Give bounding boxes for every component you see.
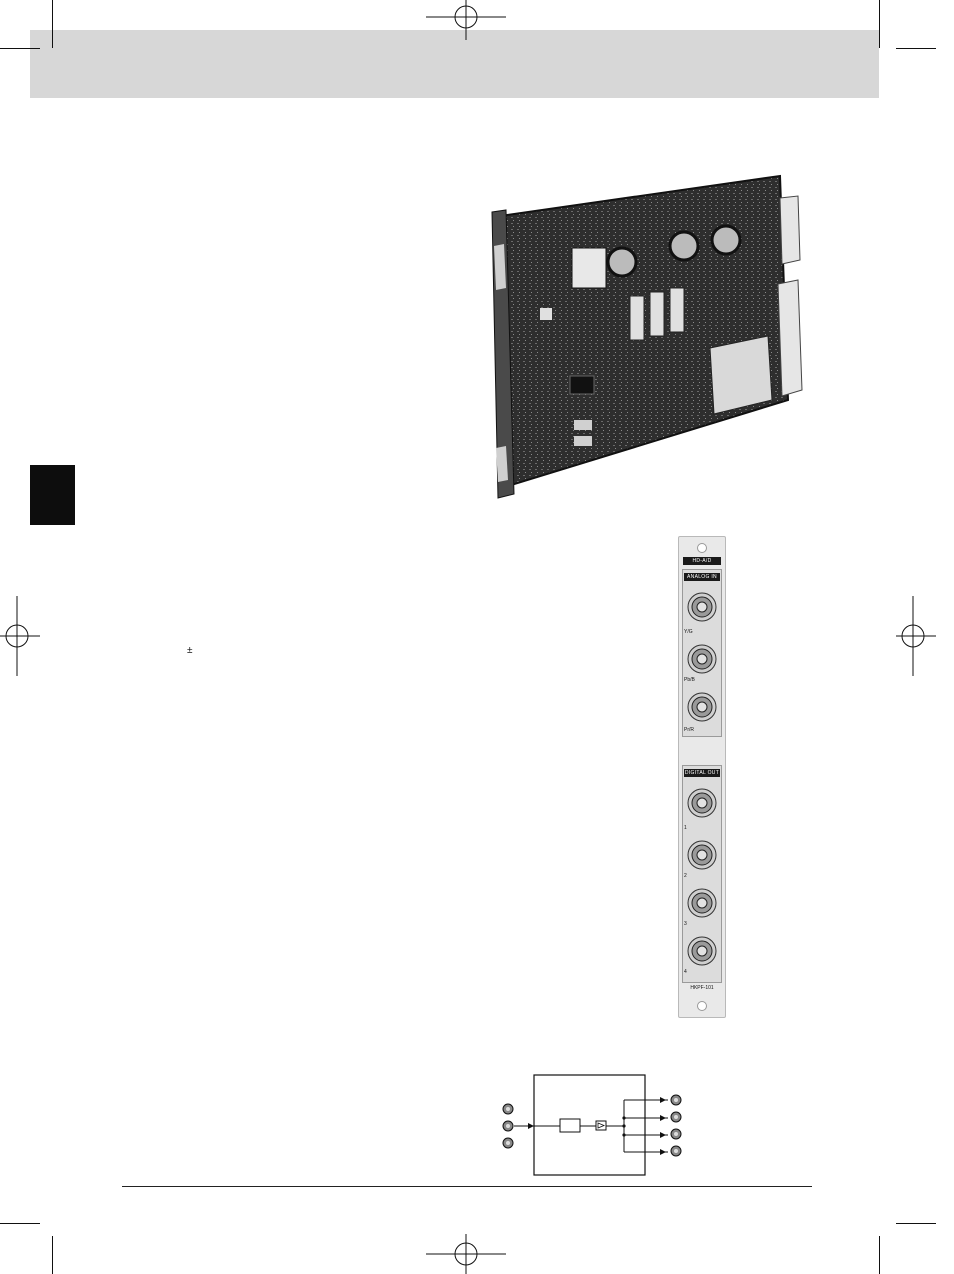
digital-output-label: 4 [684, 969, 687, 975]
bnc-connector-icon[interactable] [686, 787, 718, 819]
bnc-connector-icon[interactable] [686, 691, 718, 723]
bnc-connector-icon[interactable] [686, 839, 718, 871]
bnc-connector-icon[interactable] [686, 591, 718, 623]
digital-output-label: 1 [684, 825, 687, 831]
digital-out-title: DIGITAL OUT [684, 769, 720, 777]
header-band [30, 30, 879, 98]
analog-input-label: Y/G [684, 629, 693, 635]
bnc-connector-icon[interactable] [686, 643, 718, 675]
mount-hole-top [697, 543, 707, 553]
output-connector-icon [670, 1094, 682, 1157]
registration-mark-left [0, 596, 40, 676]
plus-minus-symbol: ± [187, 645, 193, 656]
registration-mark-right [896, 596, 936, 676]
input-connector-icon [502, 1103, 514, 1149]
digital-output-label: 3 [684, 921, 687, 927]
registration-mark-bottom [426, 1234, 506, 1274]
block-diagram [502, 1074, 682, 1176]
front-panel: HD-A/D ANALOG IN Y/G Pb/B Pr/R DIGITAL O… [678, 536, 726, 1018]
circuit-board-photo [491, 174, 803, 499]
footer-rule [122, 1186, 812, 1187]
analog-in-title: ANALOG IN [684, 573, 720, 581]
bnc-connector-icon[interactable] [686, 887, 718, 919]
chapter-tab [30, 465, 75, 525]
registration-mark-top [426, 0, 506, 40]
panel-title: HD-A/D [683, 557, 721, 565]
analog-input-label: Pr/R [684, 727, 694, 733]
bnc-connector-icon[interactable] [686, 935, 718, 967]
digital-output-label: 2 [684, 873, 687, 879]
mount-hole-bottom [697, 1001, 707, 1011]
model-number: HKPF-101 [690, 985, 714, 991]
analog-input-label: Pb/B [684, 677, 695, 683]
